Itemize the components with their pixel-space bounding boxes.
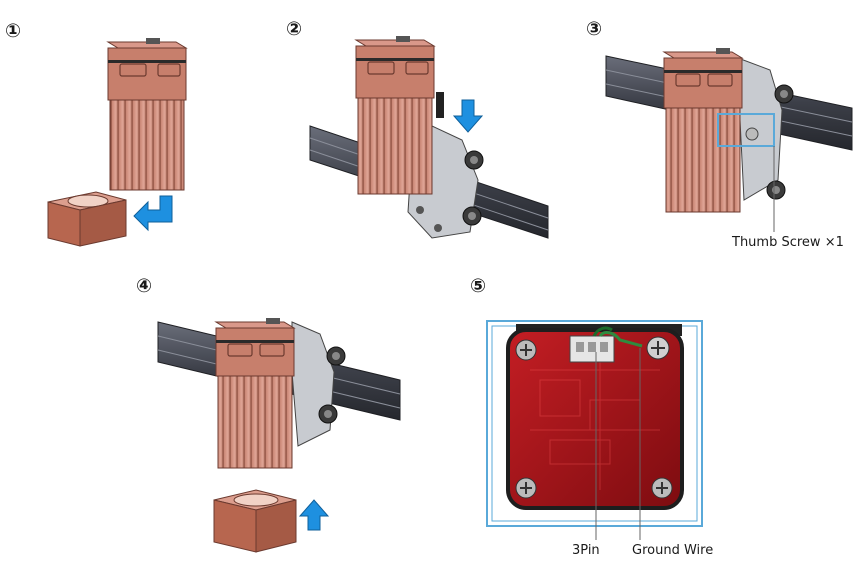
thumb-screw-label: Thumb Screw ×1	[732, 236, 844, 249]
step-number-4: ④	[136, 277, 152, 296]
screw-icon	[516, 340, 536, 360]
arrow-up-icon	[300, 500, 328, 530]
arrow-icon	[134, 196, 172, 230]
laser-module	[108, 38, 186, 190]
step-number-5: ⑤	[470, 277, 486, 296]
step-number-3: ③	[586, 20, 602, 39]
step-number-2: ②	[286, 20, 302, 39]
step1-illustration	[48, 38, 186, 246]
step2-illustration	[310, 36, 548, 238]
arrow-down-icon	[454, 100, 482, 132]
air-assist-cover	[48, 192, 126, 246]
ground-wire-label: Ground Wire	[632, 544, 713, 557]
step-number-1: ①	[5, 22, 21, 41]
screw-icon	[652, 478, 672, 498]
3pin-label: 3Pin	[572, 544, 600, 557]
step5-illustration	[487, 321, 702, 540]
laser-module	[356, 36, 434, 194]
ground-screw-icon	[647, 337, 669, 359]
laser-module	[664, 48, 742, 212]
laser-module	[216, 318, 294, 468]
screw-icon	[516, 478, 536, 498]
air-assist-cover	[214, 490, 296, 552]
step4-illustration	[158, 318, 400, 552]
step3-illustration	[606, 48, 852, 232]
